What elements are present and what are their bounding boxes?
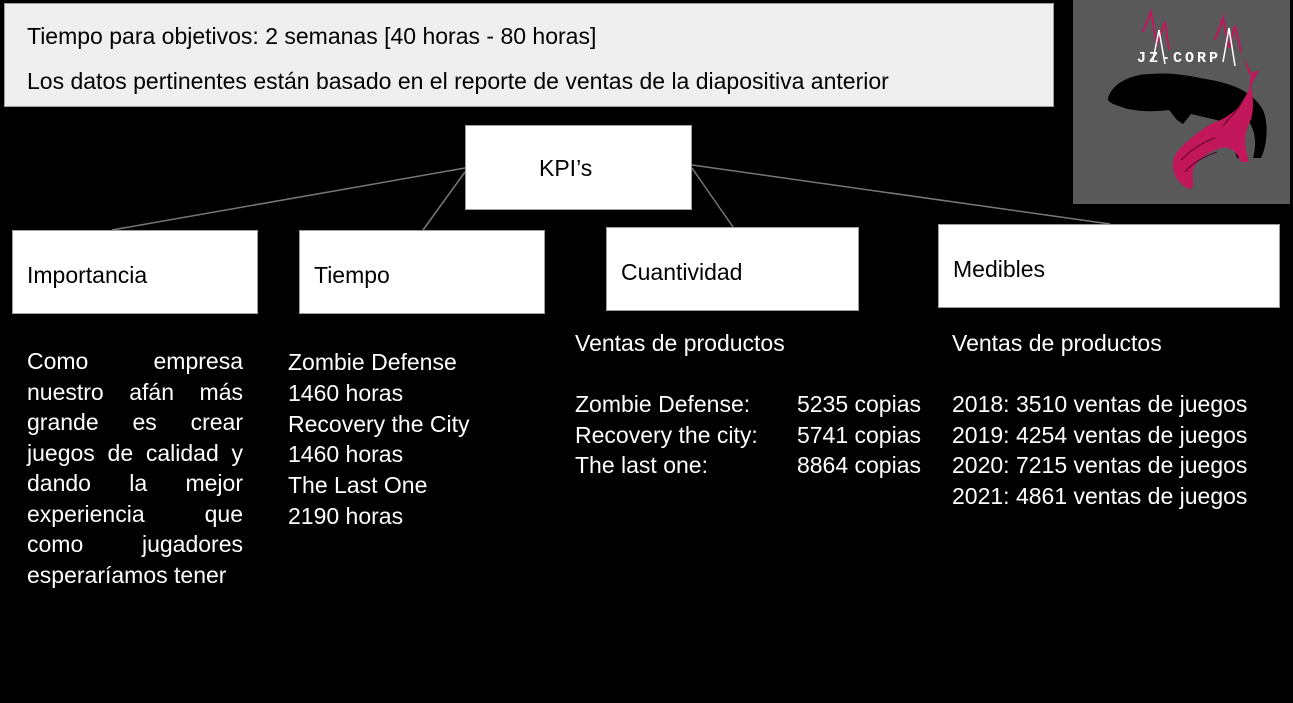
cuantividad-block: Ventas de productos Zombie Defense: 5235… [575,328,921,481]
tiempo-item: 1460 horas [288,379,404,406]
product-copies: 8864 copias [796,452,921,478]
company-logo: JZ-CORP [1073,0,1290,204]
product-name: The last one: [575,452,708,478]
product-name: Zombie Defense: [575,391,751,417]
product-copies: 5741 copias [796,421,921,448]
category-tiempo: Tiempo [299,230,545,314]
product-copies: 5235 copias [796,391,921,417]
category-medibles-label: Medibles [953,256,1046,282]
kpi-root-node: KPI’s [465,125,692,210]
category-importancia-label: Importancia [27,262,148,288]
category-importancia: Importancia [12,230,258,314]
tiempo-item: 2190 horas [288,502,404,529]
tiempo-item: Zombie Defense [288,349,457,375]
cuantividad-title: Ventas de productos [575,330,785,356]
jaguar-fox-logo-icon: JZ-CORP [1107,8,1267,189]
medibles-row: 2020: 7215 ventas de juegos [952,452,1248,478]
kpi-root-label: KPI’s [539,155,593,181]
category-medibles: Medibles [938,224,1280,308]
logo-text: JZ-CORP [1137,50,1221,67]
medibles-title: Ventas de productos [952,330,1162,356]
category-cuantividad: Cuantividad [606,227,859,311]
tiempo-list: Zombie Defense 1460 horas Recovery the C… [288,347,470,532]
header-time-goal: Tiempo para objetivos: 2 semanas [40 hor… [27,23,597,49]
header-data-source: Los datos pertinentes están basado en el… [27,68,889,94]
category-tiempo-label: Tiempo [314,262,390,288]
medibles-row: 2019: 4254 ventas de juegos [952,421,1248,448]
cuantividad-row: Recovery the city: 5741 copias [575,420,921,451]
header-box: Tiempo para objetivos: 2 semanas [40 hor… [4,3,1054,107]
medibles-row: 2018: 3510 ventas de juegos [952,391,1248,417]
product-name: Recovery the city: [575,421,758,448]
tiempo-item: The Last One [288,472,428,499]
tiempo-item: 1460 horas [288,441,404,468]
medibles-row: 2021: 4861 ventas de juegos [952,482,1248,509]
tiempo-item: Recovery the City [288,410,470,437]
cuantividad-row: Zombie Defense: 5235 copias [575,389,921,420]
cuantividad-row: The last one: 8864 copias [575,450,921,481]
medibles-block: Ventas de productos 2018: 3510 ventas de… [952,328,1247,511]
importancia-description: Como empresa nuestro afán más grande es … [27,348,243,588]
category-cuantividad-label: Cuantividad [621,259,743,285]
